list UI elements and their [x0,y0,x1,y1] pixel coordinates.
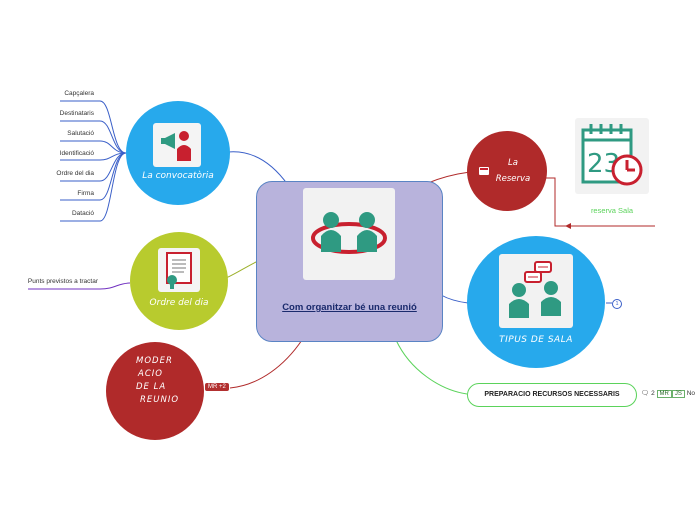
megaphone-person-icon [153,123,201,167]
moderacio-tag[interactable]: MR +2 [205,383,229,391]
leaf-punts-previstos[interactable]: Punts previstos a tractar [27,278,98,285]
preparacio-trail: No [686,390,695,397]
reserva-line-2: Reserva [495,174,531,184]
certificate-document-icon [158,248,200,292]
node-convocatoria-label: La convocatòria [142,171,214,181]
reserva-sala-label[interactable]: reserva Sala [590,206,634,215]
leaf-firma[interactable]: Firma [77,190,94,197]
central-title: Com organitzar bé una reunió [282,302,417,313]
leaf-capcalera[interactable]: Capçalera [64,90,94,97]
node-tipus-label: TIPUS DE SALA [499,335,573,345]
calendar-clock-icon[interactable]: 23 [575,118,649,194]
leaf-ordre-del-dia[interactable]: Ordre del dia [56,170,94,177]
leaf-datacio[interactable]: Datació [71,210,94,217]
reserva-line-1: La [508,158,518,168]
note-icon [479,167,489,175]
node-convocatoria[interactable]: La convocatòria [126,101,230,205]
comment-icon[interactable]: 🗨 [641,390,650,397]
meeting-people-icon [303,188,395,280]
leaf-destinataris[interactable]: Destinataris [59,110,94,117]
tipus-count-badge[interactable]: 1 [612,299,622,309]
node-ordre-label: Ordre del dia [149,298,209,308]
node-moderacio-label: MODER ACIO DE LA REUNIO [124,355,186,407]
central-node[interactable]: Com organitzar bé una reunió [256,181,443,342]
leaf-identificacio[interactable]: Identificació [59,150,94,157]
node-reserva-label: La Reserva [495,155,531,187]
moderacio-line-1: MODER [136,356,173,366]
node-moderacio[interactable]: MODER ACIO DE LA REUNIO [106,342,204,440]
tag-mr[interactable]: MR [656,390,672,398]
comment-count: 2 [651,390,655,397]
node-tipus-sala[interactable]: TIPUS DE SALA [467,236,605,368]
moderacio-line-2: ACIO [138,369,163,379]
moderacio-line-3: DE LA [136,382,167,392]
leaf-salutacio[interactable]: Salutació [67,130,94,137]
tag-js[interactable]: JS [671,390,685,398]
node-ordre-del-dia[interactable]: Ordre del dia [130,232,228,330]
node-reserva[interactable]: La Reserva [467,131,547,211]
moderacio-line-4: REUNIO [140,395,180,405]
conversation-icon [499,254,573,328]
node-preparacio[interactable]: PREPARACIO RECURSOS NECESSARIS [467,383,637,407]
